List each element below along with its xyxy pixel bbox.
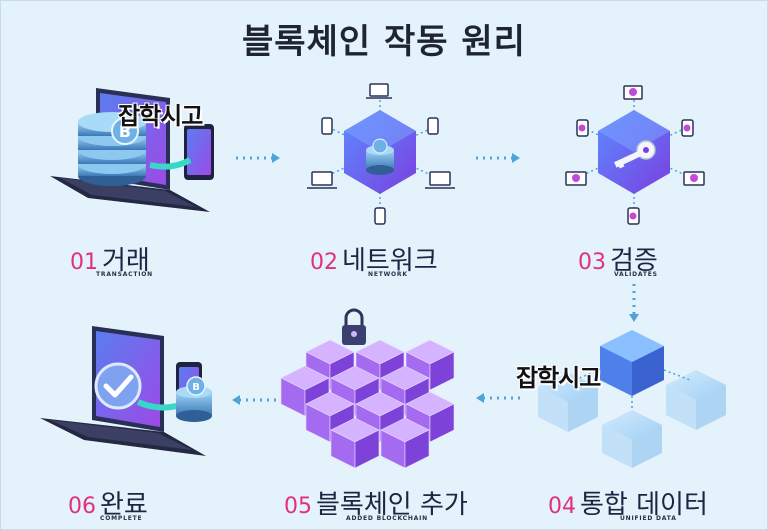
laptop-icon [307,171,337,189]
check-icon [683,171,705,186]
laptop-icon [366,83,392,99]
arrow-head-2-3 [512,153,520,163]
step-name: 네트워크 [342,246,438,276]
blockchain-illustration [280,339,455,469]
key-icon [614,140,656,169]
check-icon [576,119,589,137]
coin-stack-small [366,138,394,175]
blockchain-block [404,429,430,469]
watermark-bottom: 잡학시고 [516,364,601,392]
svg-text:B: B [192,382,200,393]
step-name: 거래 [102,246,150,276]
cube-top [600,330,664,396]
bitcoin-icon: B [111,117,139,145]
step-subtitle: NETWORK [368,271,408,278]
step-number: 02 [310,250,338,275]
validates-illustration [565,85,705,225]
cube-bottom [602,410,662,468]
arrow-head-1-2 [272,153,280,163]
check-icon [627,207,640,225]
check-icon [94,362,142,410]
arrow-head-4-5 [476,393,484,403]
coin-stack-small [176,386,212,422]
blockchain-block [354,429,380,469]
step-number: 01 [70,250,98,275]
network-illustration [307,83,455,225]
step-name: 검증 [610,246,658,276]
step-number: 03 [578,250,606,275]
watermark-top: 잡학시고 [118,102,203,130]
bitcoin-icon: B [186,376,206,396]
step-name: 블록체인 추가 [316,490,468,520]
check-icon [681,119,694,137]
step-subtitle: VALIDATES [614,271,658,278]
arrow-head-3-4 [629,314,639,322]
check-icon [565,171,587,186]
page-title: 블록체인 작동 원리 [242,22,526,62]
step-name: 통합 데이터 [580,490,708,520]
step-subtitle: TRANSACTION [96,271,153,278]
complete-illustration: B [40,326,212,456]
laptop-icon [425,171,455,189]
lock-icon [342,308,366,345]
phone-icon [184,124,214,180]
transaction-illustration: B [50,88,214,212]
blockchain-block [429,351,455,391]
phone-icon [374,207,386,225]
step-number: 04 [548,494,576,519]
step-subtitle: COMPLETE [100,515,143,522]
check-icon [623,85,643,100]
phone-icon [321,117,333,135]
phone-icon [427,117,439,135]
cube-left [538,372,598,432]
step-subtitle: UNIFIED DATA [620,515,677,522]
step-subtitle: ADDED BLOCKCHAIN [346,515,428,522]
arrow-head-5-6 [232,395,240,405]
unified-data-illustration [538,330,726,468]
step-name: 완료 [100,490,148,520]
step-number: 05 [284,494,312,519]
step-number: 06 [68,494,96,519]
cube-right [666,370,726,430]
svg-text:B: B [119,122,131,141]
blockchain-block [429,403,455,443]
